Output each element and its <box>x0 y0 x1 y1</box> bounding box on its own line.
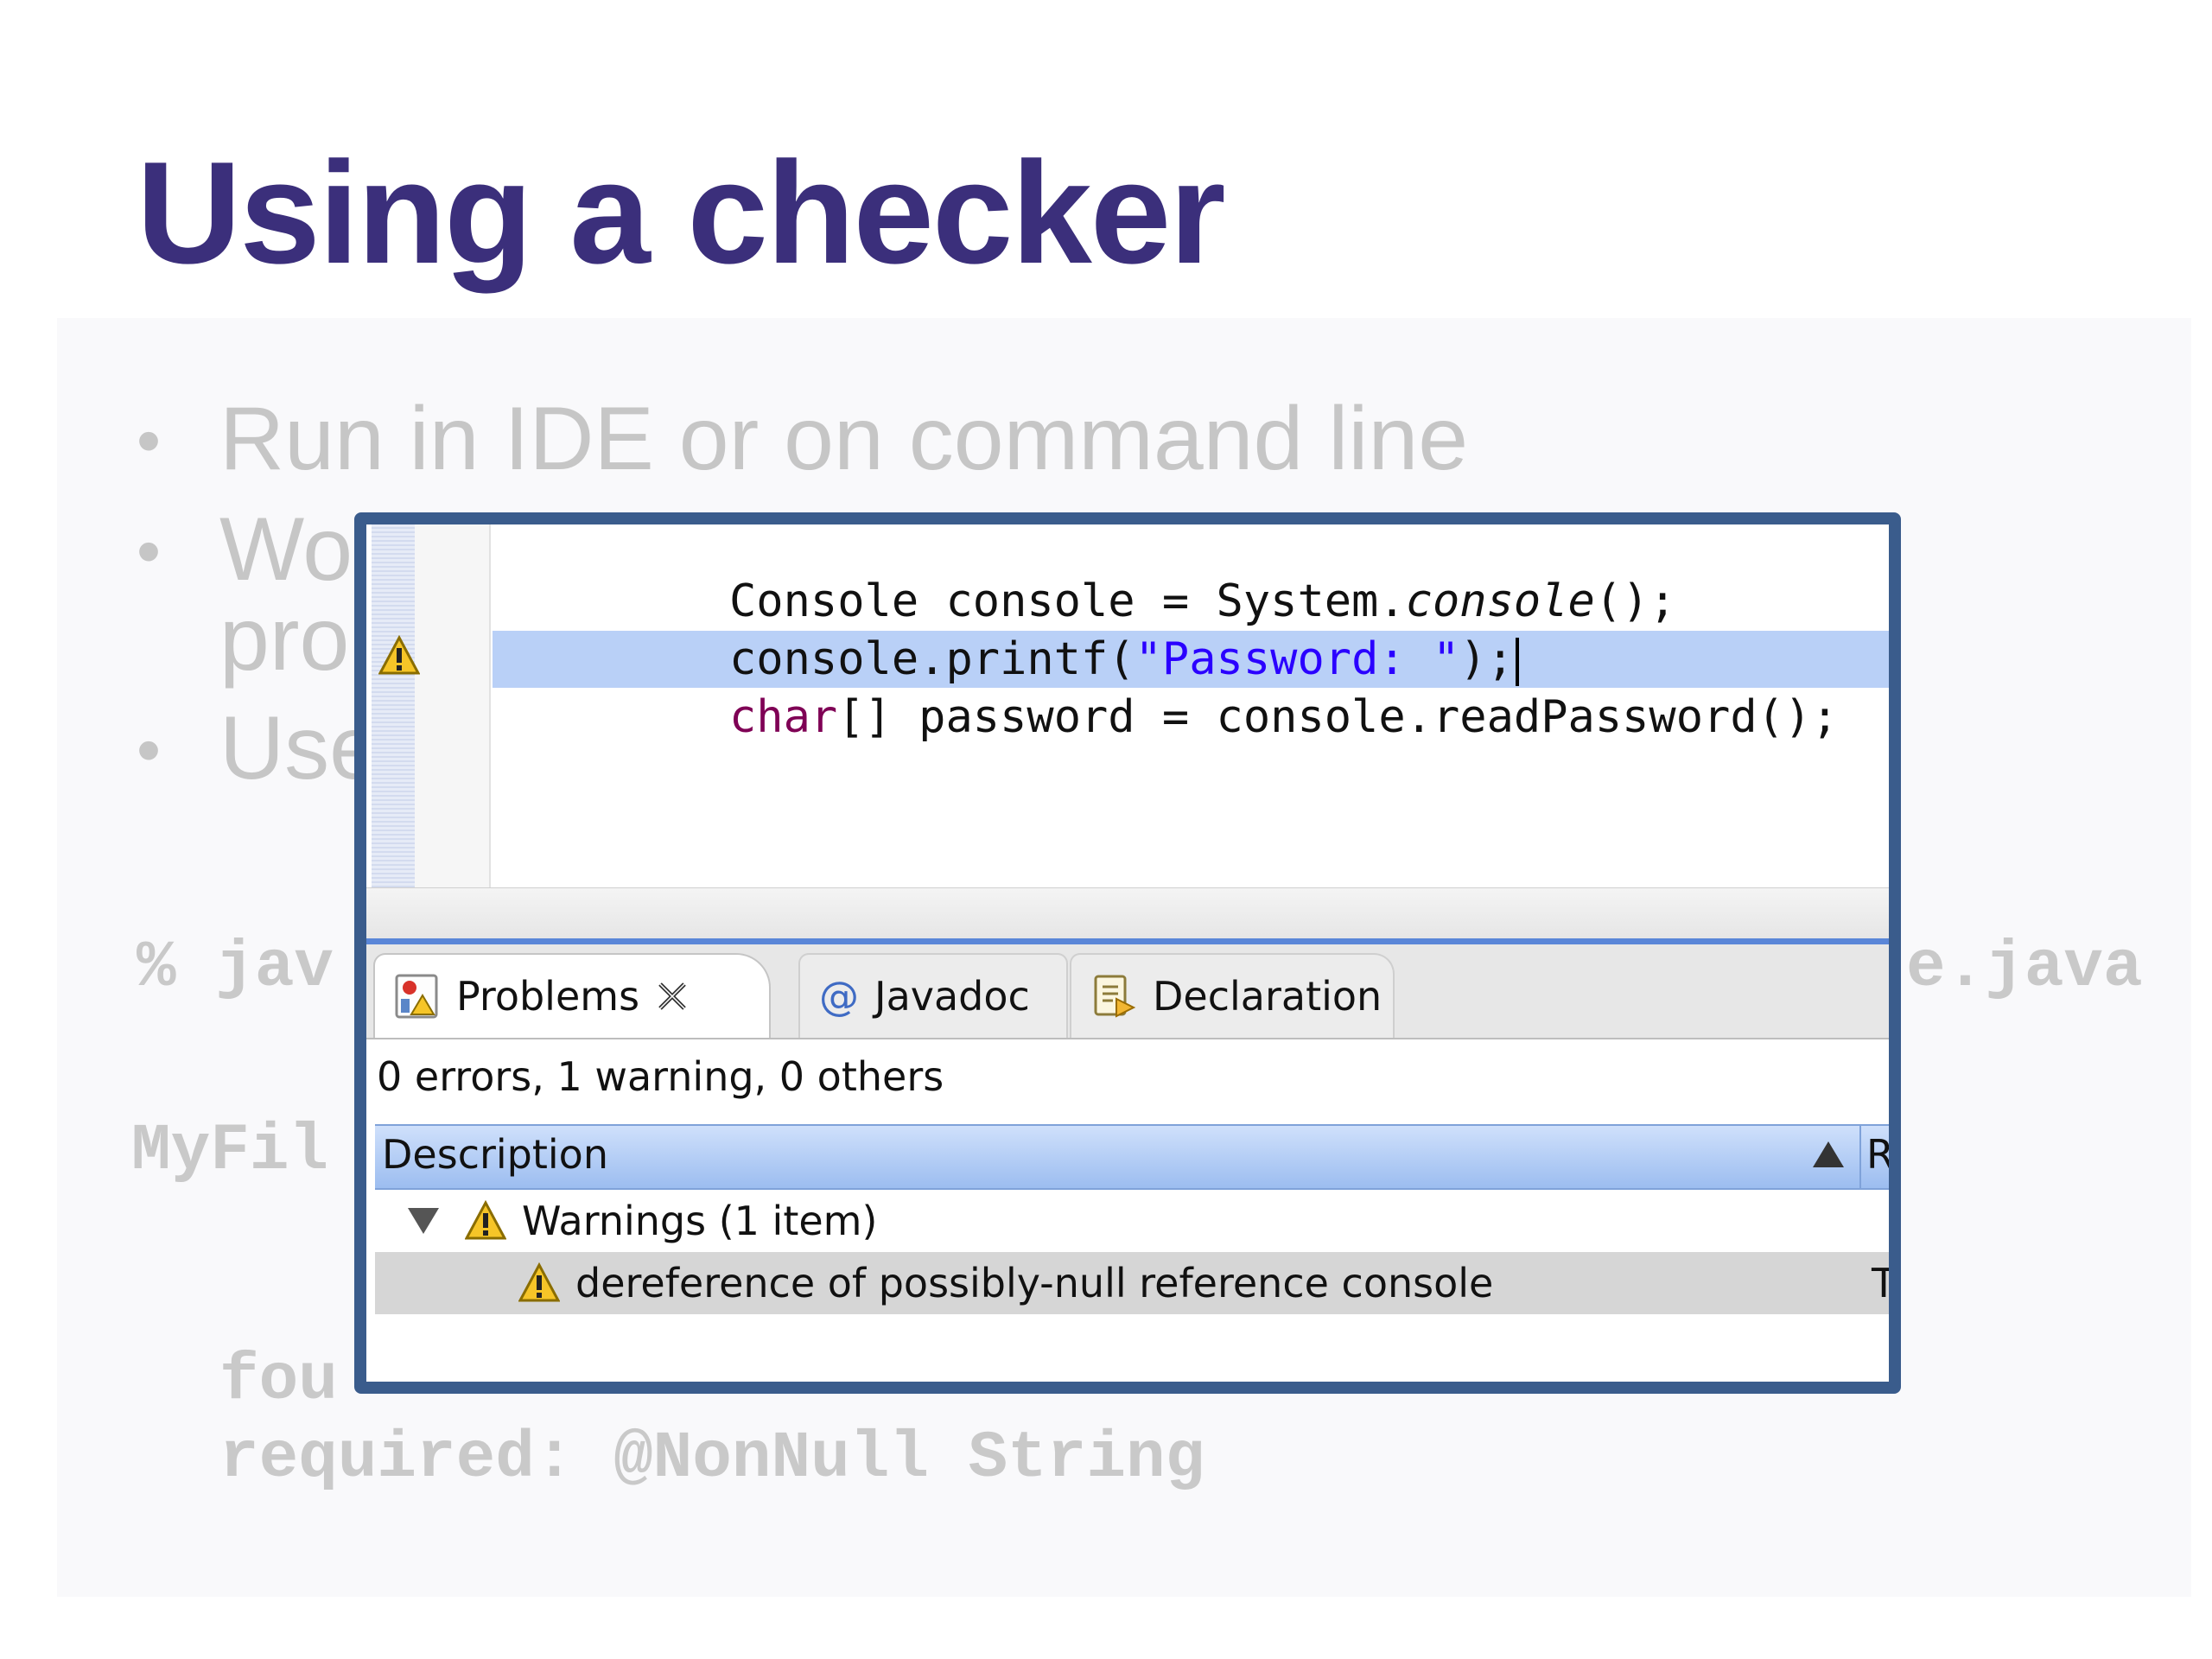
command-tail: e.java <box>1906 931 2143 1005</box>
declaration-icon <box>1090 973 1137 1020</box>
code-line-console: Console console = System.console(); <box>729 575 1676 627</box>
problem-item-label: dereference of possibly-null reference c… <box>575 1260 1494 1306</box>
ide-screenshot: Console console = System.console(); cons… <box>354 512 1901 1394</box>
warnings-group-label: Warnings (1 item) <box>522 1198 878 1244</box>
warnings-group-row[interactable]: Warnings (1 item) <box>375 1190 1889 1252</box>
view-tab-bar: Problems @ Javadoc Declaration <box>366 944 1889 1039</box>
javadoc-at-icon: @ <box>819 973 859 1020</box>
expand-triangle-icon[interactable] <box>408 1208 439 1234</box>
bullet-run-ide: Run in IDE or on command line <box>219 389 1469 489</box>
required-line: required: @NonNull String <box>219 1421 1205 1496</box>
code-line-readpassword: char[] password = console.readPassword()… <box>729 691 1839 743</box>
warning-icon[interactable] <box>378 634 421 681</box>
file-fragment: MyFil <box>131 1114 329 1188</box>
column-separator[interactable] <box>1859 1126 1861 1188</box>
bullet-dot: • <box>137 711 162 788</box>
code-line-printf: console.printf("Password: "); <box>729 631 1519 688</box>
warning-icon <box>465 1200 506 1242</box>
command-fragment: % jav <box>137 931 334 1005</box>
tab-javadoc-label: Javadoc <box>874 973 1030 1020</box>
bullet-wo-fragment: Wo <box>219 499 353 600</box>
code-editor[interactable]: Console console = System.console(); cons… <box>366 524 1889 944</box>
bullet-use-fragment: Use <box>219 698 379 798</box>
problem-item-resource-fragment: T <box>1872 1260 1897 1306</box>
problem-item-row[interactable]: dereference of possibly-null reference c… <box>375 1252 1897 1314</box>
bullet-dot: • <box>137 402 162 479</box>
tab-declaration[interactable]: Declaration <box>1070 953 1395 1038</box>
current-line-highlight <box>493 631 1889 688</box>
bullet-dot: • <box>137 512 162 589</box>
bullet-pro-fragment: pro <box>219 589 350 690</box>
tab-javadoc[interactable]: @ Javadoc <box>798 953 1068 1038</box>
found-fragment: fou <box>219 1344 338 1418</box>
description-column-header[interactable]: Description R <box>375 1124 1894 1190</box>
close-tab-icon[interactable] <box>655 979 690 1014</box>
overview-ruler <box>372 524 415 887</box>
description-column-label: Description <box>382 1131 608 1178</box>
slide-title: Using a checker <box>137 131 1226 294</box>
resource-column-fragment[interactable]: R <box>1866 1131 1894 1178</box>
warning-icon <box>518 1262 560 1304</box>
text-caret <box>1515 638 1519 686</box>
editor-horizontal-scrollbar[interactable] <box>366 887 1889 938</box>
sort-ascending-icon[interactable] <box>1813 1141 1844 1167</box>
problems-summary: 0 errors, 1 warning, 0 others <box>377 1053 944 1100</box>
problems-view-icon <box>394 973 441 1020</box>
tab-problems[interactable]: Problems <box>373 953 771 1038</box>
line-gutter <box>415 524 491 887</box>
tab-declaration-label: Declaration <box>1153 973 1382 1020</box>
tab-problems-label: Problems <box>456 973 640 1020</box>
